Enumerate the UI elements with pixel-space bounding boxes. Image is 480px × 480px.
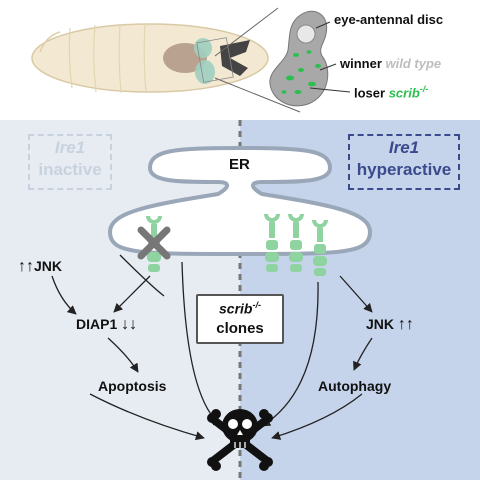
ire1-inactive-gene: Ire1: [54, 138, 86, 157]
er-label: ER: [229, 156, 250, 173]
autophagy-label: Autophagy: [318, 378, 392, 394]
clones-gene: scrib: [219, 300, 253, 317]
ire1-cluster: [264, 213, 328, 276]
larva-illustration: [31, 23, 269, 94]
left-jnk-label: JNK: [34, 258, 63, 274]
ire1-hyperactive-state: hyperactive: [356, 160, 452, 179]
ire1-hyperactive-gene: Ire1: [388, 138, 420, 157]
clones-gene-line: scrib-/-: [198, 300, 282, 317]
eye-antennal-disc: [269, 10, 329, 107]
right-jnk-arrows: ↑↑: [397, 316, 414, 333]
loser-allele: -/-: [419, 84, 429, 94]
ire1-receptor-icon: [146, 215, 162, 272]
clones-label: clones: [216, 320, 264, 337]
loser-label: loser: [354, 85, 386, 101]
left-jnk-arrows: ↑↑: [18, 258, 34, 275]
diap1-arrows: ↓↓: [121, 316, 138, 333]
er-membrane: [107, 145, 373, 256]
right-jnk-group: JNK ↑↑: [366, 316, 414, 334]
cross-mark-icon: [137, 226, 171, 260]
ire1-inactive-box: Ire1 inactive: [28, 134, 112, 190]
apoptosis-label: Apoptosis: [98, 378, 167, 394]
left-jnk-group: ↑↑JNK: [18, 258, 62, 276]
clones-box: scrib-/- clones: [196, 294, 284, 344]
skull-crossbones-icon: [207, 409, 273, 471]
right-jnk-label: JNK: [366, 316, 395, 332]
diap1-label: DIAP1: [76, 316, 118, 332]
winner-label: winner: [340, 56, 382, 71]
diap1-group: DIAP1 ↓↓: [76, 316, 137, 334]
disc-label: eye-antennal disc: [334, 12, 444, 27]
ire1-inactive-state: inactive: [38, 160, 102, 179]
loser-label-group: loser scrib-/-: [354, 84, 428, 100]
loser-gene: scrib: [388, 85, 420, 101]
winner-label-group: winner wild type: [340, 56, 441, 71]
ire1-hyperactive-box: Ire1 hyperactive: [348, 134, 460, 190]
pathway-arrows: [51, 254, 373, 441]
clones-allele: -/-: [252, 300, 261, 310]
winner-genotype: wild type: [385, 56, 442, 71]
